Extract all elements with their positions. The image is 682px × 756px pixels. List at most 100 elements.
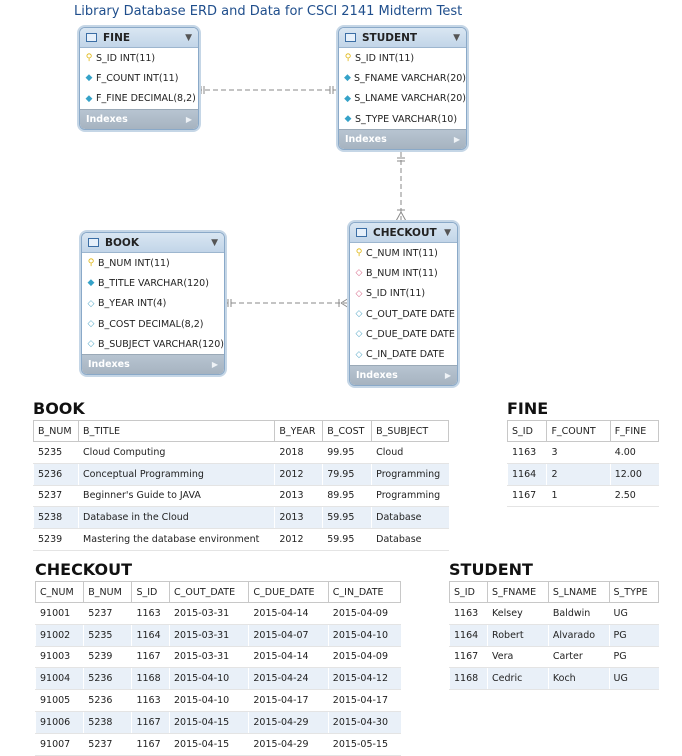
student-entity[interactable]: STUDENT ▼ ⚲S_ID INT(11) ◆S_FNAME VARCHAR… (338, 27, 467, 151)
column-header: C_NUM (34, 581, 85, 603)
fine-entity-name: FINE (103, 31, 131, 44)
checkout-column: ⚲C_NUM INT(11) (355, 247, 438, 259)
fine-entity[interactable]: FINE ▼ ⚲S_ID INT(11) ◆F_COUNT INT(11) ◆F… (79, 27, 199, 130)
foreign-key-diamond-icon: ◇ (355, 288, 363, 299)
checkout-column: ◇C_OUT_DATE DATE (355, 308, 455, 320)
table-icon (345, 33, 356, 42)
diamond-outline-icon: ◇ (87, 298, 95, 309)
triangle-right-icon: ▶ (185, 114, 192, 124)
diamond-icon: ◆ (344, 114, 352, 125)
diamond-icon: ◆ (85, 73, 93, 84)
checkout-entity[interactable]: CHECKOUT ▼ ⚲C_NUM INT(11) ◇B_NUM INT(11)… (349, 222, 458, 386)
student-column: ◆S_LNAME VARCHAR(20) (344, 93, 466, 105)
key-icon: ⚲ (344, 53, 352, 64)
column-header: C_IN_DATE (327, 581, 402, 603)
book-entity[interactable]: BOOK ▼ ⚲B_NUM INT(11) ◆B_TITLE VARCHAR(1… (81, 232, 225, 376)
table-icon (356, 228, 367, 237)
column-header: F_FINE (609, 420, 660, 442)
key-icon: ⚲ (87, 258, 95, 269)
fine-column: ◆F_COUNT INT(11) (85, 72, 179, 84)
column-header: C_OUT_DATE (169, 581, 250, 603)
checkout-data-table: C_NUM B_NUM S_ID C_OUT_DATE C_DUE_DATE C… (34, 581, 402, 756)
column-header: S_ID (131, 581, 171, 603)
column-header: B_COST (322, 420, 373, 442)
column-header: B_NUM (32, 420, 80, 442)
book-column: ⚲B_NUM INT(11) (87, 257, 170, 269)
table-icon (86, 33, 97, 42)
diamond-outline-icon: ◇ (87, 319, 95, 330)
book-table-title: BOOK (33, 399, 85, 418)
chevron-down-icon[interactable]: ▼ (444, 227, 451, 238)
book-data-table: B_NUM B_TITLE B_YEAR B_COST B_SUBJECT 52… (32, 420, 449, 551)
checkout-entity-header[interactable]: CHECKOUT ▼ (350, 223, 457, 243)
fine-indexes-toggle[interactable]: Indexes▶ (80, 108, 198, 129)
student-table-title: STUDENT (449, 560, 533, 579)
column-header: S_TYPE (608, 581, 660, 603)
checkout-entity-name: CHECKOUT (373, 226, 437, 239)
fine-column: ⚲S_ID INT(11) (85, 52, 156, 64)
page-title: Library Database ERD and Data for CSCI 2… (74, 4, 463, 19)
book-indexes-toggle[interactable]: Indexes▶ (82, 354, 224, 375)
student-column: ⚲S_ID INT(11) (344, 52, 415, 64)
diamond-outline-icon: ◇ (87, 339, 95, 350)
column-header: B_SUBJECT (371, 420, 449, 442)
column-header: S_ID (506, 420, 548, 442)
column-header: B_NUM (83, 581, 133, 603)
student-entity-name: STUDENT (362, 31, 418, 44)
chevron-down-icon[interactable]: ▼ (185, 32, 192, 43)
diamond-icon: ◆ (344, 73, 351, 84)
checkout-table-title: CHECKOUT (35, 560, 132, 579)
table-icon (88, 238, 99, 247)
triangle-right-icon: ▶ (444, 370, 451, 380)
student-entity-header[interactable]: STUDENT ▼ (339, 28, 466, 48)
column-header: F_COUNT (546, 420, 611, 442)
diamond-outline-icon: ◇ (355, 349, 363, 360)
fine-column: ◆F_FINE DECIMAL(8,2) (85, 93, 196, 105)
diamond-icon: ◆ (87, 278, 95, 289)
column-header: C_DUE_DATE (248, 581, 329, 603)
checkout-column: ◇S_ID INT(11) (355, 288, 426, 300)
foreign-key-diamond-icon: ◇ (355, 268, 363, 279)
column-header: S_LNAME (547, 581, 610, 603)
student-indexes-toggle[interactable]: Indexes▶ (339, 129, 466, 150)
chevron-down-icon[interactable]: ▼ (211, 237, 218, 248)
book-column: ◇B_SUBJECT VARCHAR(120) (87, 338, 224, 350)
diamond-icon: ◆ (344, 93, 352, 104)
key-icon: ⚲ (85, 53, 93, 64)
book-entity-header[interactable]: BOOK ▼ (82, 233, 224, 253)
triangle-right-icon: ▶ (211, 360, 218, 370)
student-column: ◆S_FNAME VARCHAR(20) (344, 72, 466, 84)
checkout-indexes-toggle[interactable]: Indexes▶ (350, 364, 457, 385)
column-header: B_TITLE (78, 420, 276, 442)
checkout-column: ◇C_DUE_DATE DATE (355, 328, 455, 340)
column-header: B_YEAR (274, 420, 324, 442)
triangle-right-icon: ▶ (453, 135, 460, 145)
column-header: S_ID (448, 581, 489, 603)
fine-table-title: FINE (507, 399, 549, 418)
fine-entity-header[interactable]: FINE ▼ (80, 28, 198, 48)
diamond-icon: ◆ (85, 93, 93, 104)
book-entity-name: BOOK (105, 236, 139, 249)
book-column: ◆B_TITLE VARCHAR(120) (87, 277, 209, 289)
chevron-down-icon[interactable]: ▼ (453, 32, 460, 43)
